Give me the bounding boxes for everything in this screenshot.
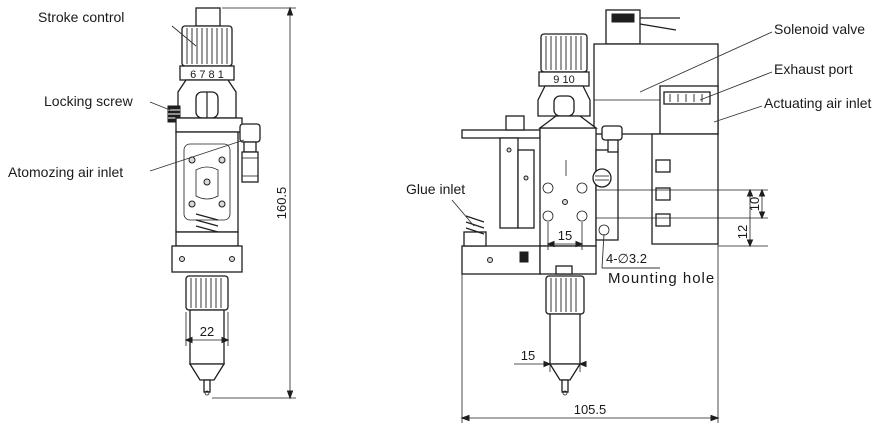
label-glue-inlet: Glue inlet [406, 181, 465, 197]
dim-holes: 4-∅3.2 [606, 251, 647, 266]
actuating-air-fitting [601, 125, 623, 141]
svg-text:12: 12 [735, 225, 750, 239]
adjust-screw [592, 168, 612, 188]
svg-text:105.5: 105.5 [574, 402, 607, 417]
side-knob: 9 10 [537, 33, 591, 117]
atomizing-air-fitting [239, 123, 261, 183]
label-mounting-hole: Mounting hole [608, 270, 715, 287]
svg-text:15: 15 [558, 228, 572, 243]
dim-nozzle-width: 15 [514, 348, 587, 372]
dial-numbers-front: 6 7 8 1 [190, 69, 224, 81]
label-exhaust-port: Exhaust port [774, 61, 853, 77]
lower-block-top [175, 231, 239, 247]
dim-body-width: 15 [546, 222, 584, 250]
dim-height: 160.5 [212, 6, 296, 400]
nozzle-tip [203, 379, 211, 393]
exhaust-port [663, 91, 711, 105]
side-barrel [549, 313, 581, 365]
nozzle-taper [188, 363, 226, 381]
mounting-bracket [461, 115, 541, 229]
label-locking-screw: Locking screw [44, 93, 134, 109]
side-nozzle-tip [561, 379, 569, 393]
svg-text:160.5: 160.5 [274, 187, 289, 220]
side-nozzle-nut [545, 275, 585, 315]
label-atomizing-air-inlet: Atomozing air inlet [8, 164, 123, 180]
flange-plate [175, 117, 243, 133]
label-actuating-air-inlet: Actuating air inlet [764, 95, 872, 111]
svg-text:9 10: 9 10 [553, 74, 574, 86]
barrel [189, 309, 225, 365]
dim-width-front: 22 [184, 312, 230, 346]
label-solenoid-valve: Solenoid valve [774, 21, 865, 37]
stroke-control-knob [181, 25, 233, 67]
label-stroke-control: Stroke control [38, 9, 124, 25]
svg-text:15: 15 [521, 348, 535, 363]
nozzle-nut [185, 275, 229, 311]
svg-text:22: 22 [200, 324, 214, 339]
dim-total-width: 105.5 [460, 244, 720, 423]
top-cap [195, 7, 221, 27]
svg-text:10: 10 [747, 197, 762, 211]
front-view: 6 7 8 1 [8, 6, 296, 400]
side-view: 9 10 [406, 9, 872, 423]
solenoid-valve [593, 9, 719, 135]
dim-hole-spacing: 10 12 [596, 188, 768, 248]
spring [195, 213, 219, 233]
